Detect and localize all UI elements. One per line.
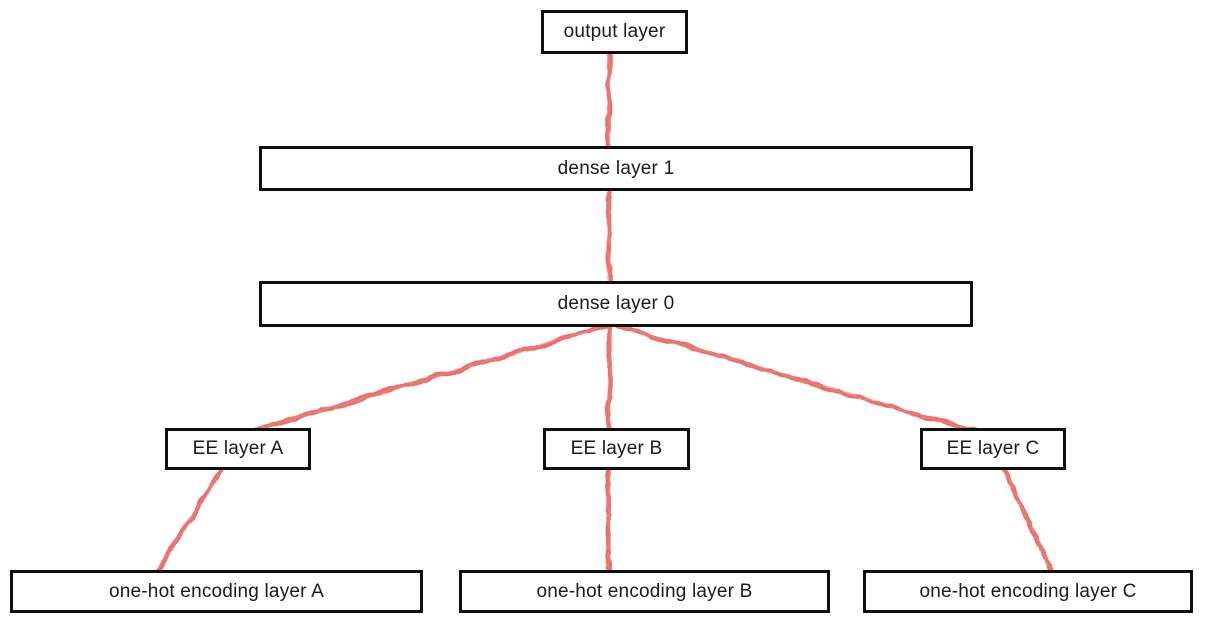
node-ee-layer-c: EE layer C (920, 428, 1066, 470)
edge-dense-layer-0-to-ee-layer-c (610, 322, 979, 434)
node-ee-layer-b: EE layer B (543, 428, 690, 470)
edge-ee-layer-b-to-one-hot-b (606, 465, 611, 576)
node-output-layer: output layer (541, 10, 688, 54)
edge-dense-layer-0-to-ee-layer-b (607, 322, 612, 434)
node-one-hot-encoding-layer-c: one-hot encoding layer C (863, 570, 1193, 613)
node-dense-layer-1: dense layer 1 (259, 146, 973, 191)
node-one-hot-encoding-layer-a: one-hot encoding layer A (10, 570, 423, 613)
node-ee-layer-a: EE layer A (165, 428, 311, 470)
edge-ee-layer-a-to-one-hot-a (153, 465, 226, 576)
edge-layer-texture (153, 50, 1055, 576)
edge-dense-layer-0-to-ee-layer-a (248, 322, 613, 434)
node-one-hot-encoding-layer-b: one-hot encoding layer B (459, 570, 830, 613)
node-dense-layer-0: dense layer 0 (259, 281, 973, 327)
edge-ee-layer-c-to-one-hot-c (1001, 465, 1055, 576)
